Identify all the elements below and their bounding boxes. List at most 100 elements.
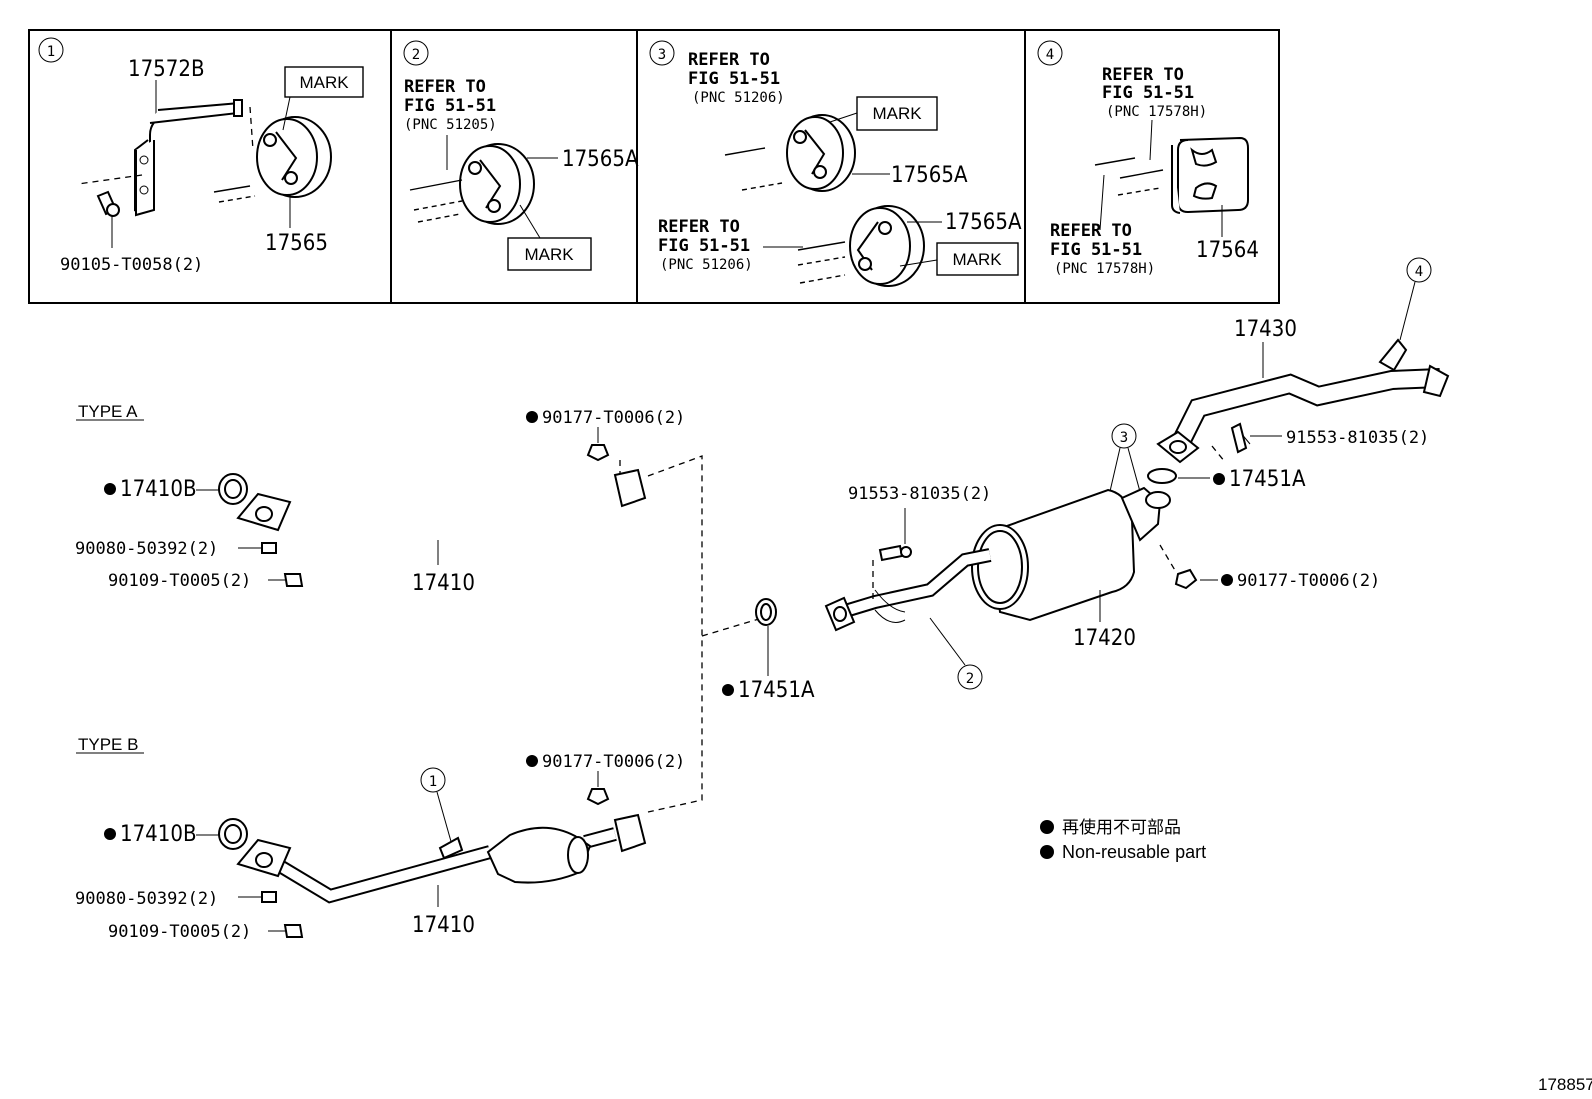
part-label-91553: 91553-81035(2) bbox=[848, 484, 991, 504]
non-reusable-dot-icon bbox=[526, 411, 538, 423]
hanger-bracket-icon bbox=[1378, 338, 1408, 372]
rubber-hanger-icon bbox=[849, 205, 925, 287]
part-label-90177: 90177-T0006(2) bbox=[542, 752, 685, 772]
part-label-17565: 17565 bbox=[265, 231, 328, 256]
fig-label: FIG 51-51 bbox=[658, 236, 750, 256]
detail-panels: 1 17572B 90105-T0058(2) bbox=[28, 29, 1280, 304]
part-label-17565a: 17565A bbox=[891, 163, 968, 188]
mark-label: MARK bbox=[299, 73, 349, 92]
non-reusable-dot-icon bbox=[1040, 820, 1054, 834]
bolt-icon bbox=[96, 190, 120, 217]
pnc-label: (PNC 51205) bbox=[404, 117, 497, 133]
type-a-assembly: TYPE A 90177-T0006(2) 17410B 90080-50392… bbox=[75, 402, 685, 596]
refer-label: REFER TO bbox=[1050, 221, 1132, 241]
callout-circle bbox=[957, 664, 983, 690]
callout-circle bbox=[1406, 257, 1432, 283]
part-label-90177: 90177-T0006(2) bbox=[542, 408, 685, 428]
muffler-icon bbox=[971, 486, 1171, 622]
part-label-17410: 17410 bbox=[412, 571, 475, 596]
rubber-hanger-icon bbox=[256, 116, 332, 198]
panel-number: 3 bbox=[658, 47, 666, 63]
non-reusable-dot-icon bbox=[1213, 473, 1225, 485]
rubber-hanger-icon bbox=[786, 114, 856, 192]
type-a-title: TYPE A bbox=[78, 402, 138, 421]
non-reusable-dot-icon bbox=[722, 684, 734, 696]
part-label-17420: 17420 bbox=[1073, 626, 1136, 651]
flange-icon bbox=[613, 468, 647, 508]
stud-icon bbox=[261, 542, 277, 554]
fig-label: FIG 51-51 bbox=[404, 96, 496, 116]
figure-id: 178857D bbox=[1538, 1075, 1592, 1094]
rubber-hanger-icon bbox=[459, 143, 535, 225]
bracket-icon bbox=[438, 836, 464, 860]
part-label-17565a: 17565A bbox=[945, 210, 1022, 235]
pnc-label: (PNC 51206) bbox=[692, 90, 785, 106]
pnc-label: (PNC 51206) bbox=[660, 257, 753, 273]
stud-icon bbox=[261, 891, 277, 903]
panel-number: 2 bbox=[412, 47, 420, 63]
non-reusable-dot-icon bbox=[104, 828, 116, 840]
nut-icon bbox=[586, 444, 610, 462]
callout-number: 2 bbox=[966, 671, 974, 687]
nut-icon bbox=[1174, 568, 1198, 590]
detail-panel-3: 3 REFER TO FIG 51-51 (PNC 51206) MARK 17… bbox=[649, 40, 1022, 287]
part-label-90080: 90080-50392(2) bbox=[75, 889, 218, 909]
panel-number: 1 bbox=[47, 44, 55, 60]
part-label-91553: 91553-81035(2) bbox=[1286, 428, 1429, 448]
part-label-90177: 90177-T0006(2) bbox=[1237, 571, 1380, 591]
bolt-icon bbox=[283, 924, 304, 938]
refer-label: REFER TO bbox=[658, 217, 740, 237]
non-reusable-dot-icon bbox=[1040, 845, 1054, 859]
non-reusable-dot-icon bbox=[1221, 574, 1233, 586]
refer-label: REFER TO bbox=[404, 77, 486, 97]
type-b-assembly: TYPE B 90177-T0006(2) 1 17410B 90080-503… bbox=[75, 735, 685, 942]
non-reusable-dot-icon bbox=[104, 483, 116, 495]
callout-circle bbox=[420, 767, 446, 793]
part-label-17565a: 17565A bbox=[562, 147, 639, 172]
mark-label: MARK bbox=[952, 250, 1002, 269]
legend: 再使用不可部品 Non-reusable part bbox=[1040, 817, 1206, 862]
rubber-hanger-icon bbox=[1171, 136, 1249, 214]
fig-label: FIG 51-51 bbox=[1102, 83, 1194, 103]
callout-number: 4 bbox=[1415, 264, 1423, 280]
part-label-90105: 90105-T0058(2) bbox=[60, 255, 203, 275]
part-label-17410: 17410 bbox=[412, 913, 475, 938]
bolt-icon bbox=[878, 544, 904, 562]
center-gasket: 17451A bbox=[722, 598, 815, 703]
detail-panel-1: 1 17572B 90105-T0058(2) bbox=[38, 37, 364, 275]
detail-panel-4: 4 REFER TO FIG 51-51 (PNC 17578H) REFER … bbox=[1037, 40, 1259, 277]
callout-number: 3 bbox=[1120, 430, 1128, 446]
fig-label: FIG 51-51 bbox=[688, 69, 780, 89]
pnc-label: (PNC 17578H) bbox=[1054, 261, 1155, 277]
part-label-17430: 17430 bbox=[1234, 317, 1297, 342]
connection-line bbox=[647, 455, 703, 813]
part-label-17451a: 17451A bbox=[738, 678, 815, 703]
type-b-title: TYPE B bbox=[78, 735, 138, 754]
mark-label: MARK bbox=[872, 104, 922, 123]
bolt-icon bbox=[1230, 422, 1248, 454]
non-reusable-dot-icon bbox=[526, 755, 538, 767]
callout-circle bbox=[1111, 423, 1137, 449]
flange-icon bbox=[613, 813, 647, 853]
part-label-17410b: 17410B bbox=[120, 477, 197, 502]
panel-number: 4 bbox=[1046, 47, 1054, 63]
callout-number: 1 bbox=[429, 774, 437, 790]
refer-label: REFER TO bbox=[1102, 65, 1184, 85]
part-label-17572b: 17572B bbox=[128, 57, 205, 82]
part-label-90109: 90109-T0005(2) bbox=[108, 571, 251, 591]
gasket-icon bbox=[1147, 468, 1177, 484]
fig-label: FIG 51-51 bbox=[1050, 240, 1142, 260]
bolt-icon bbox=[283, 573, 304, 587]
part-label-90109: 90109-T0005(2) bbox=[108, 922, 251, 942]
part-label-17451a: 17451A bbox=[1229, 467, 1306, 492]
part-label-17410b: 17410B bbox=[120, 822, 197, 847]
refer-label: REFER TO bbox=[688, 50, 770, 70]
legend-en: Non-reusable part bbox=[1062, 842, 1206, 862]
rear-assembly: 4 17430 91553-81035(2) 17451A 3 bbox=[824, 257, 1450, 690]
part-label-90080: 90080-50392(2) bbox=[75, 539, 218, 559]
connection-line bbox=[701, 617, 763, 637]
pnc-label: (PNC 17578H) bbox=[1106, 104, 1207, 120]
mark-label: MARK bbox=[524, 245, 574, 264]
part-label-17564: 17564 bbox=[1196, 238, 1259, 263]
